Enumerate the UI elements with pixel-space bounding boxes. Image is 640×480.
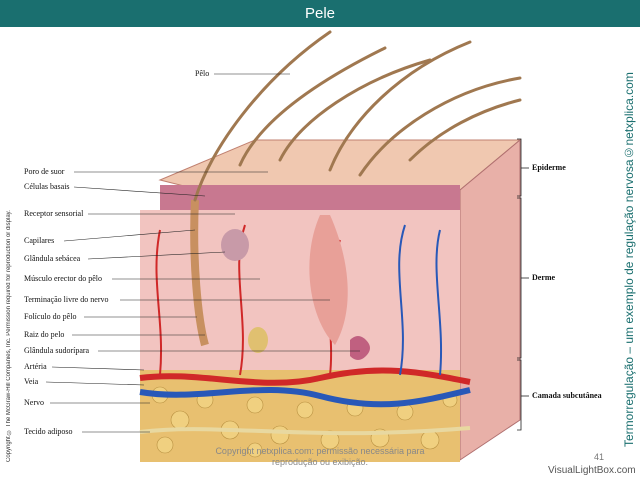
label-free-nerve-ending: Terminação livre do nervo xyxy=(24,295,109,304)
dermis-layer xyxy=(140,210,460,370)
pacinian-corpuscle xyxy=(248,327,268,353)
nerve xyxy=(139,426,471,436)
sebaceous-gland xyxy=(221,229,249,261)
hairs xyxy=(193,30,522,202)
epidermis-layer xyxy=(160,185,460,210)
label-sebaceous-gland: Glândula sebácea xyxy=(24,254,81,263)
central-hair-root xyxy=(309,215,348,345)
label-epidermis: Epiderme xyxy=(532,163,566,172)
vein xyxy=(139,386,471,408)
label-hair-root: Raiz do pelo xyxy=(24,330,65,339)
page-number: 41 xyxy=(594,452,605,462)
label-hair-follicle: Folículo do pêlo xyxy=(24,312,77,321)
label-capillaries: Capilares xyxy=(24,236,55,245)
artery xyxy=(139,367,471,386)
label-dermis: Derme xyxy=(532,273,556,282)
layer-brackets xyxy=(517,138,529,431)
label-subcutaneous: Camada subcutânea xyxy=(532,391,602,400)
label-artery: Artéria xyxy=(24,362,47,371)
slide-title: Pele xyxy=(0,0,640,27)
side-copyright-left: Copyright © The McGraw-Hill Companies, I… xyxy=(6,210,12,462)
label-basal-cells: Células basais xyxy=(24,182,70,191)
leader-lines xyxy=(45,73,360,433)
label-adipose-tissue: Tecido adiposo xyxy=(24,427,73,436)
label-sweat-gland: Glândula sudorípara xyxy=(24,346,90,355)
right-face xyxy=(459,138,521,461)
side-title-right: Termorregulação – um exemplo de regulaçã… xyxy=(622,72,636,447)
watermark: VisualLightBox.com xyxy=(548,465,636,476)
label-hair: Pêlo xyxy=(195,69,210,78)
label-arrector-muscle: Músculo erector do pêlo xyxy=(24,274,102,283)
sweat-gland xyxy=(350,336,370,360)
label-sweat-pore: Poro de suor xyxy=(24,167,65,176)
copyright-notice: Copyright netxplica.com: permissão neces… xyxy=(215,446,425,467)
label-sensory-receptor: Receptor sensorial xyxy=(24,209,84,218)
label-nerve: Nervo xyxy=(24,398,44,407)
label-vein: Veia xyxy=(24,377,39,386)
